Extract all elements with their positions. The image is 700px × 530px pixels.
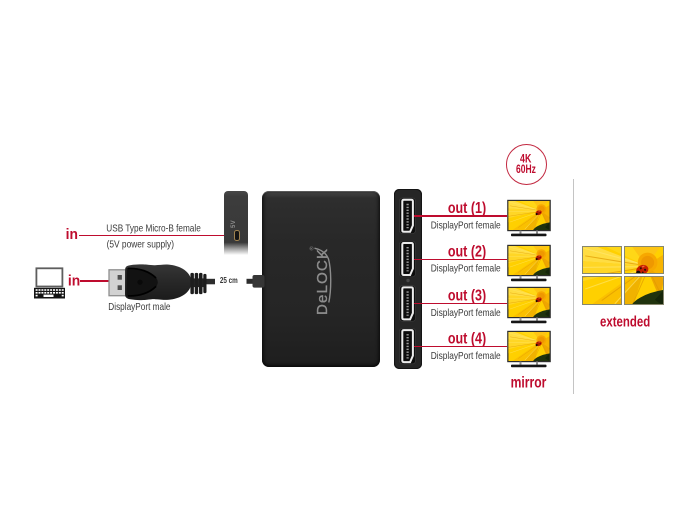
svg-text:in: in: [68, 273, 80, 289]
svg-text:out (2): out (2): [448, 243, 486, 260]
svg-text:25 cm: 25 cm: [220, 275, 238, 285]
svg-text:(5V power supply): (5V power supply): [107, 238, 174, 250]
svg-text:DeLOCK: DeLOCK: [314, 248, 331, 315]
svg-text:USB Type Micro-B female: USB Type Micro-B female: [106, 222, 201, 234]
svg-text:out (4): out (4): [448, 330, 486, 347]
svg-text:extended: extended: [600, 315, 650, 331]
svg-text:in: in: [66, 227, 78, 243]
svg-text:DisplayPort female: DisplayPort female: [431, 219, 501, 231]
svg-text:60Hz: 60Hz: [516, 164, 536, 176]
svg-text:mirror: mirror: [511, 375, 547, 392]
svg-text:DisplayPort male: DisplayPort male: [108, 301, 170, 313]
svg-text:DisplayPort female: DisplayPort female: [431, 307, 501, 319]
svg-text:®: ®: [309, 246, 316, 250]
svg-text:DisplayPort female: DisplayPort female: [431, 263, 501, 275]
svg-text:4K: 4K: [520, 153, 532, 165]
svg-text:out (3): out (3): [448, 288, 486, 305]
svg-text:out (1): out (1): [448, 200, 486, 217]
svg-text:DisplayPort female: DisplayPort female: [431, 350, 501, 362]
